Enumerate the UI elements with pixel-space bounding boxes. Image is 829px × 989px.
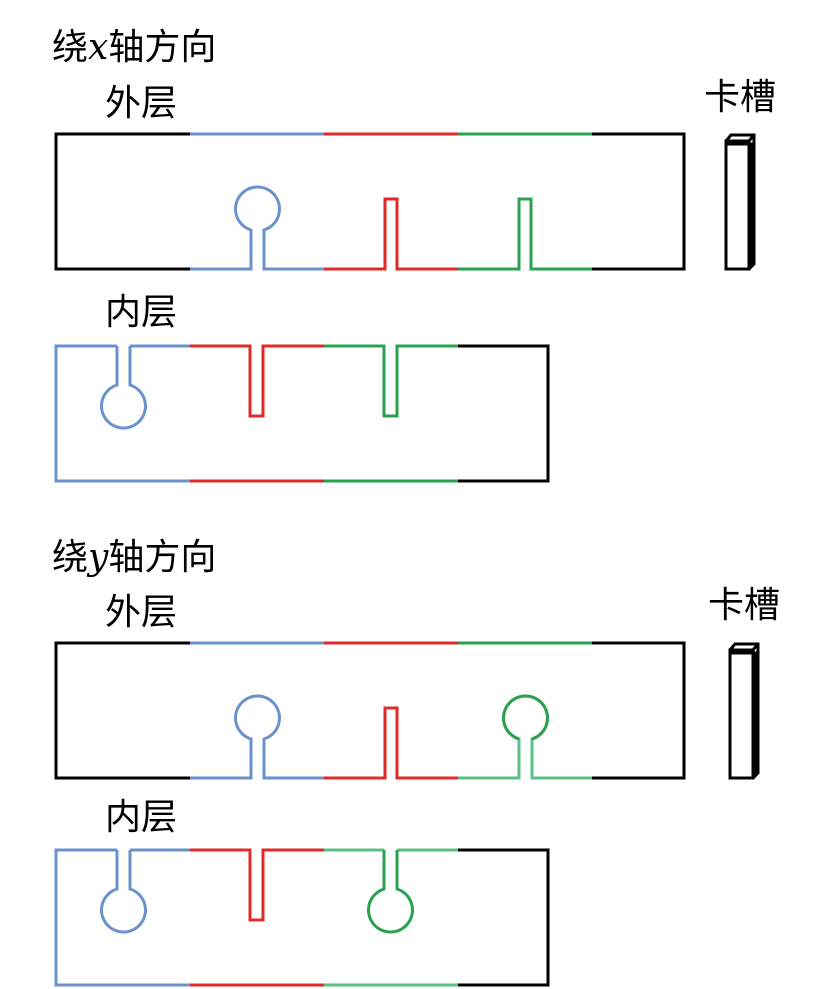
x-outer-green-slot: [458, 197, 592, 271]
section-x-inner-label: 内层: [105, 292, 178, 333]
y-outer-layer: [54, 641, 686, 780]
y-inner-layer: [54, 848, 550, 987]
x-inner-frame-black: [458, 344, 550, 483]
y-inner-red-slot: [190, 848, 324, 987]
x-inner-green-slot: [324, 344, 458, 483]
y-outer-frame-black: [54, 641, 686, 780]
x-outer-frame-black: [54, 132, 686, 271]
section-y-slot-label: 卡槽: [708, 585, 781, 626]
section-x-title: 绕x轴方向: [52, 27, 217, 68]
x-inner-layer: [54, 344, 550, 483]
x-inner-blue-keyhole: [54, 344, 190, 483]
x-inner-red-slot: [190, 344, 324, 483]
y-outer-green-keyhole-circle: [502, 694, 549, 741]
y-outer-red-slot: [324, 706, 458, 780]
y-inner-frame-black: [458, 848, 550, 987]
x-outer-blue-keyhole: [190, 185, 324, 271]
section-y-inner-label: 内层: [105, 797, 178, 838]
section-x-outer-label: 外层: [105, 83, 178, 124]
y-inner-green-keyhole: [324, 848, 458, 987]
y-card-slot-icon: [728, 642, 760, 780]
section-y-outer-label: 外层: [105, 592, 178, 633]
x-outer-layer: [54, 132, 686, 271]
section-x-slot-label: 卡槽: [704, 77, 777, 118]
y-inner-blue-keyhole: [54, 848, 190, 987]
x-card-slot-icon: [724, 133, 756, 271]
y-inner-green-keyhole-circle: [367, 850, 414, 934]
y-outer-blue-keyhole: [190, 694, 324, 780]
x-outer-red-slot: [324, 197, 458, 271]
section-y-title: 绕y轴方向: [52, 537, 217, 578]
y-outer-green-keyhole: [458, 694, 592, 780]
